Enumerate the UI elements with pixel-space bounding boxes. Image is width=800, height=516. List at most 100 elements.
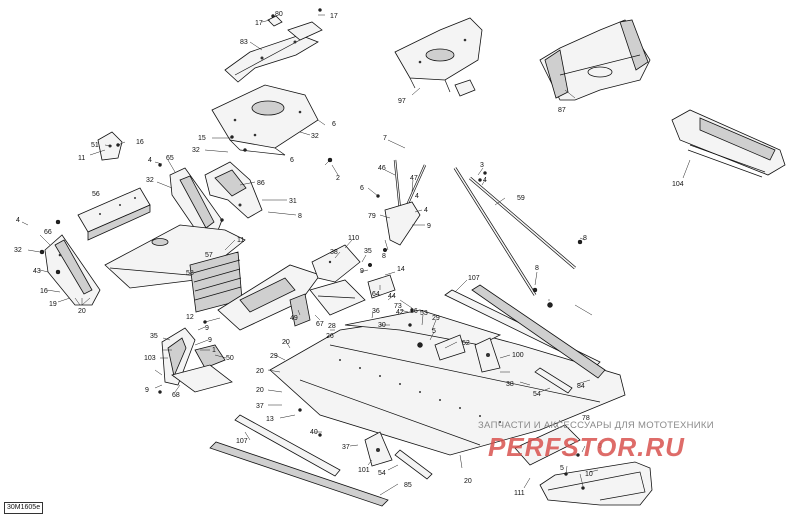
callout-80: 80: [275, 11, 283, 18]
callout-16c: 16: [410, 308, 418, 315]
watermark-text: ЗАПЧАСТИ И АКСЕССУАРЫ ДЛЯ МОТОТЕХНИКИ: [478, 420, 714, 431]
callout-49: 49: [290, 315, 298, 322]
callout-110: 110: [348, 235, 359, 242]
callout-59: 59: [517, 195, 525, 202]
callout-16a: 16: [136, 139, 144, 146]
callout-12: 12: [186, 314, 194, 321]
callout-5a: 5: [432, 328, 436, 335]
callout-15: 15: [198, 135, 206, 142]
callout-47: 47: [410, 175, 418, 182]
bracket-44-part: [367, 274, 396, 299]
callout-51: 51: [91, 142, 99, 149]
callout-29b: 29: [270, 353, 278, 360]
callout-54b: 54: [378, 470, 386, 477]
callout-6a: 6: [332, 121, 336, 128]
callout-40: 40: [310, 429, 318, 436]
rear-bumper-part: [514, 424, 653, 506]
mount-68-part: [171, 364, 233, 393]
leaders-layer: [21, 14, 691, 496]
callout-78: 78: [582, 415, 590, 422]
callout-4a: 4: [148, 157, 152, 164]
callout-20b: 20: [282, 339, 290, 346]
callout-8c: 8: [583, 235, 587, 242]
callout-107a: 107: [468, 275, 480, 282]
callout-8a: 8: [298, 213, 302, 220]
callout-31: 31: [289, 198, 297, 205]
bracket-52-part: [434, 334, 466, 361]
callout-5c: 5: [598, 443, 602, 450]
callout-53: 53: [420, 310, 428, 317]
callout-58: 58: [186, 270, 194, 277]
callout-54a: 54: [533, 391, 541, 398]
callout-56: 56: [92, 191, 100, 198]
callout-32a: 32: [311, 133, 319, 140]
callout-35b: 35: [150, 333, 158, 340]
lower-left-bracket-part: [161, 327, 196, 386]
callout-36: 36: [372, 308, 380, 315]
callouts-layer: 80 17 17 83 97 87 104 6 32 15 32 6 51 16…: [14, 11, 684, 497]
reference-code-label: 30M1605e: [4, 502, 44, 514]
callout-3: 3: [480, 162, 484, 169]
callout-16b: 16: [40, 288, 48, 295]
lower-slide-strip-part: [394, 449, 433, 480]
bracket-100-part: [474, 337, 501, 373]
front-frame-part: [539, 19, 651, 101]
callout-101: 101: [358, 467, 370, 474]
skid-plate-part: [309, 279, 366, 316]
callout-9d: 9: [208, 337, 212, 344]
callout-17a: 17: [255, 20, 263, 27]
callout-11a: 11: [78, 155, 85, 162]
callout-44: 44: [388, 293, 396, 300]
upper-frame-part: [394, 17, 483, 97]
mount-50-part: [194, 344, 226, 369]
callout-68: 68: [172, 392, 180, 399]
callout-65: 65: [166, 155, 174, 162]
callout-7: 7: [383, 135, 387, 142]
callout-42: 42: [396, 309, 404, 316]
callout-8b: 8: [382, 253, 386, 260]
callout-4d: 4: [424, 207, 428, 214]
floor-pan-part: [104, 224, 246, 289]
rod-59-part: [453, 167, 576, 296]
callout-4c: 4: [415, 193, 419, 200]
callout-26: 26: [326, 333, 334, 340]
callout-111: 111: [514, 490, 525, 497]
callout-20a: 20: [78, 308, 86, 315]
callout-84: 84: [577, 383, 585, 390]
callout-38: 38: [330, 249, 338, 256]
callout-11b: 11: [237, 237, 244, 244]
steering-bracket-part: [224, 15, 323, 83]
callout-67: 67: [316, 321, 324, 328]
callout-100: 100: [512, 352, 524, 359]
callout-9b: 9: [360, 268, 364, 275]
left-frame-part: [44, 234, 101, 306]
callout-20e: 20: [464, 478, 472, 485]
callout-6b: 6: [290, 157, 294, 164]
callout-73: 73: [394, 303, 402, 310]
bracket-110-part: [311, 244, 361, 283]
callout-32c: 32: [146, 177, 154, 184]
callout-1: 1: [212, 347, 216, 354]
callout-97: 97: [398, 98, 406, 105]
callout-37a: 37: [256, 403, 264, 410]
callout-9c: 9: [205, 325, 209, 332]
callout-10: 10: [585, 471, 593, 478]
watermark-logo: PERFSTOR.RU: [488, 432, 685, 462]
callout-103: 103: [144, 355, 156, 362]
callout-20c: 20: [256, 368, 264, 375]
callout-5b: 5: [560, 465, 564, 472]
callout-57: 57: [205, 252, 213, 259]
small-bracket-part: [97, 131, 123, 161]
callout-104: 104: [672, 181, 684, 188]
callout-9e: 9: [145, 387, 149, 394]
heat-exchanger-part: [671, 109, 786, 178]
callout-35a: 35: [364, 248, 372, 255]
left-side-bracket-part: [169, 167, 223, 239]
callout-86: 86: [257, 180, 265, 187]
callout-9a: 9: [427, 223, 431, 230]
callout-32d: 32: [14, 247, 22, 254]
radiator-part: [189, 251, 243, 313]
callout-4b: 4: [16, 217, 20, 224]
callout-20d: 20: [256, 387, 264, 394]
